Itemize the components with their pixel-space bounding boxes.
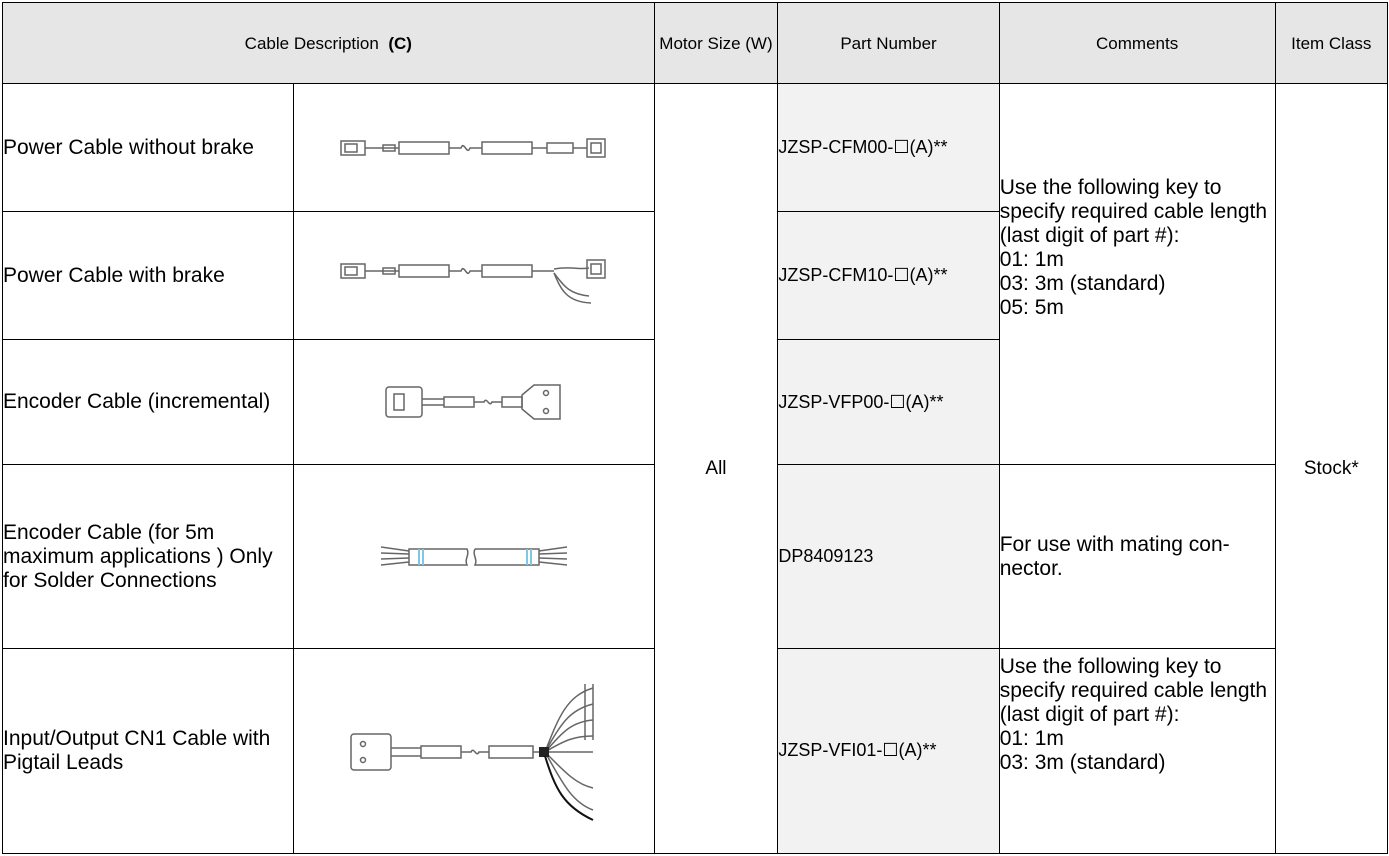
cable-description: Power Cable with brake bbox=[2, 211, 294, 341]
cable-illustration bbox=[292, 82, 655, 213]
cable-description: Input/Output CN1 Cable with Pigtail Lead… bbox=[2, 647, 294, 855]
power-cable-icon bbox=[339, 137, 606, 158]
power-cable-brake-icon bbox=[339, 258, 606, 304]
cable-illustration bbox=[292, 464, 655, 649]
part-number: JZSP-CFM00-☐(A)** bbox=[777, 82, 1000, 213]
comments-cell: For use with mating con-nector. bbox=[998, 464, 1276, 649]
encoder-cable-icon bbox=[384, 384, 561, 421]
table-row: Input/Output CN1 Cable with Pigtail Lead… bbox=[2, 647, 1388, 855]
cable-illustration bbox=[292, 647, 655, 855]
header-cable-description: Cable Description (C) bbox=[2, 2, 655, 84]
cable-description: Encoder Cable (incremental) bbox=[2, 339, 294, 466]
header-comments: Comments bbox=[998, 2, 1276, 84]
part-number: JZSP-VFI01-☐(A)** bbox=[777, 647, 1000, 855]
motor-size-cell: All bbox=[653, 83, 779, 854]
cable-description: Power Cable without brake bbox=[2, 82, 294, 213]
item-class-cell: Stock* bbox=[1274, 83, 1389, 854]
solder-cable-icon bbox=[380, 545, 567, 566]
cable-illustration bbox=[292, 339, 655, 466]
table-row: Encoder Cable (incremental) JZSP-VFP00-☐… bbox=[2, 339, 1388, 466]
header-part-number: Part Number bbox=[777, 2, 1000, 84]
pigtail-cable-icon bbox=[349, 683, 594, 821]
table-row: Encoder Cable (for 5m maximum applicatio… bbox=[2, 464, 1388, 649]
part-number: JZSP-CFM10-☐(A)** bbox=[777, 211, 1000, 341]
header-item-class: Item Class bbox=[1274, 2, 1389, 84]
table-header-row: Cable Description (C) Motor Size (W) Par… bbox=[2, 2, 1389, 84]
cable-illustration bbox=[292, 211, 655, 341]
table-row: Power Cable without brake All bbox=[2, 82, 1389, 854]
comments-cell: Use the following key to specify require… bbox=[998, 647, 1276, 855]
part-number: JZSP-VFP00-☐(A)** bbox=[777, 339, 1000, 466]
cable-description: Encoder Cable (for 5m maximum applicatio… bbox=[2, 464, 294, 649]
comments-cell: Use the following key to specify require… bbox=[998, 82, 1276, 466]
part-number: DP8409123 bbox=[777, 464, 1000, 649]
header-motor-size: Motor Size (W) bbox=[653, 2, 779, 84]
